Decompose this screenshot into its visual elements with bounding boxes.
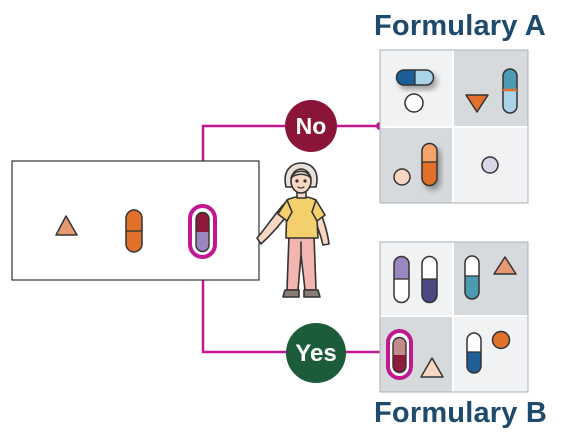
capsule-icon xyxy=(502,68,518,114)
highlighted-capsule-icon xyxy=(188,204,217,259)
horizontal-capsule-icon xyxy=(395,69,435,86)
triangle-tablet-icon xyxy=(420,357,444,378)
capsule-icon xyxy=(125,209,143,253)
no-badge: No xyxy=(285,100,337,152)
patient-figure xyxy=(256,162,330,298)
round-tablet-icon xyxy=(393,168,411,186)
capsule-icon xyxy=(421,142,438,187)
yes-badge: Yes xyxy=(286,323,346,383)
highlighted-capsule-icon xyxy=(386,329,413,380)
formulary-a-title: Formulary A xyxy=(374,10,546,42)
no-label: No xyxy=(296,113,327,139)
current-medications-box xyxy=(11,160,260,281)
formulary-b-title: Formulary B xyxy=(374,397,548,429)
capsule-icon xyxy=(393,255,410,304)
formulary-a-grid xyxy=(379,49,529,204)
triangle-tablet-icon xyxy=(55,215,78,236)
capsule-icon xyxy=(464,255,480,300)
round-tablet-icon xyxy=(481,156,499,174)
yes-label: Yes xyxy=(295,340,336,367)
capsule-icon xyxy=(466,332,482,374)
triangle-tablet-icon xyxy=(465,94,489,113)
formulary-b-grid xyxy=(379,241,529,393)
round-tablet-icon xyxy=(491,330,511,350)
capsule-icon xyxy=(421,255,438,304)
round-tablet-icon xyxy=(404,93,424,113)
triangle-tablet-icon xyxy=(493,256,517,275)
